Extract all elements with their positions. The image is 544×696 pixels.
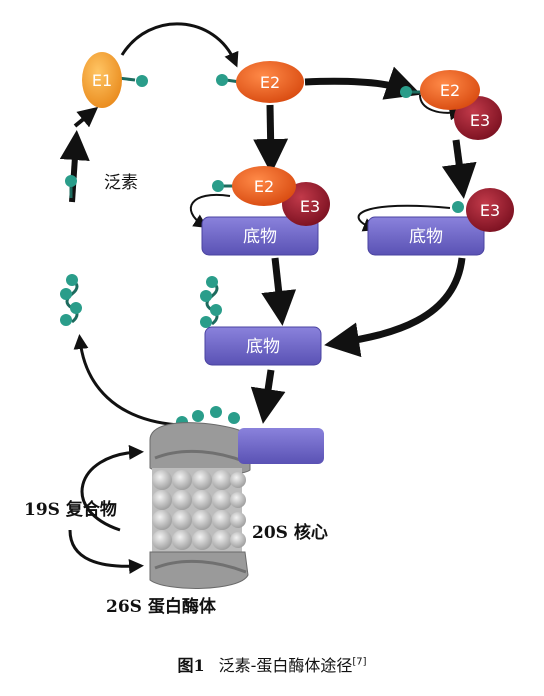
arrow-e2-to-e2e3-right xyxy=(304,66,422,100)
svg-text:E2: E2 xyxy=(440,81,460,100)
arrow-proteasome-to-ub xyxy=(73,334,179,427)
arrow-right-e2e3-down xyxy=(441,139,477,199)
substrate-right: 底物 xyxy=(367,216,485,256)
arrow-ub-up xyxy=(59,130,90,203)
ubiquitin-bead xyxy=(216,74,228,86)
svg-text:E3: E3 xyxy=(470,111,490,130)
arrow-top-right-loop xyxy=(419,94,464,121)
arrow-e1-to-e2 xyxy=(120,22,239,68)
arrow-sub-right-to-sub xyxy=(324,257,466,358)
arrow-sub-to-proteasome xyxy=(250,369,286,424)
diagram-svg: 底物 底物 底物 E1 E2 E2 E3 E2 E3 E3 泛素 19S 复合物… xyxy=(24,22,514,617)
arrow-sub-left-down xyxy=(261,257,297,326)
label-19s: 19S 复合物 xyxy=(24,499,117,520)
ubiquitin-units xyxy=(60,74,464,428)
arrow-ub-to-e1 xyxy=(73,106,99,128)
svg-text:E2: E2 xyxy=(254,177,274,196)
cap-bottom xyxy=(149,551,249,589)
arrows xyxy=(59,22,477,574)
label-20s: 20S 核心 xyxy=(252,522,328,543)
substrate-label: 底物 xyxy=(409,227,443,247)
arrow-left-loop xyxy=(190,193,231,229)
svg-text:E1: E1 xyxy=(92,71,112,90)
core-20s xyxy=(152,468,246,553)
substrate-left: 底物 xyxy=(201,216,319,256)
svg-text:E3: E3 xyxy=(300,197,320,216)
arrow-e2-down xyxy=(253,104,289,174)
figure-label: 图1 xyxy=(177,656,205,675)
ubiquitin-bead xyxy=(400,86,412,98)
ubiquitin-bead xyxy=(452,201,464,213)
enzyme-e3-right: E3 xyxy=(466,188,514,232)
enzyme-e2-top: E2 xyxy=(236,61,304,103)
substrate-middle: 底物 xyxy=(204,326,322,366)
arrow-right-loop xyxy=(357,204,451,232)
figure-caption: 图1 泛素-蛋白酶体途径[7] xyxy=(0,652,544,676)
svg-text:E3: E3 xyxy=(480,201,500,220)
arrow-19s-bottom xyxy=(68,529,144,574)
enzyme-e1: E1 xyxy=(82,52,122,108)
label-26s: 26S 蛋白酶体 xyxy=(106,596,217,617)
cap-top xyxy=(149,422,251,477)
caption-ref: [7] xyxy=(352,656,367,668)
enzyme-e2e3-top-right: E2 E3 xyxy=(420,70,502,140)
substrate-label: 底物 xyxy=(246,337,280,357)
svg-text:E2: E2 xyxy=(260,73,280,92)
enzyme-e2e3-middle: E2 E3 xyxy=(232,166,330,226)
ubiquitin-bead xyxy=(212,180,224,192)
ubiquitin-bead xyxy=(136,75,148,87)
ubiquitin-label: 泛素 xyxy=(104,173,138,193)
proteasome-26s xyxy=(149,422,324,589)
ubiquitin-bead xyxy=(65,175,77,187)
caption-text: 泛素-蛋白酶体途径 xyxy=(218,656,353,675)
substrate-label: 底物 xyxy=(243,227,277,247)
substrate-entering xyxy=(238,428,324,464)
arrow-19s-top xyxy=(80,444,144,532)
